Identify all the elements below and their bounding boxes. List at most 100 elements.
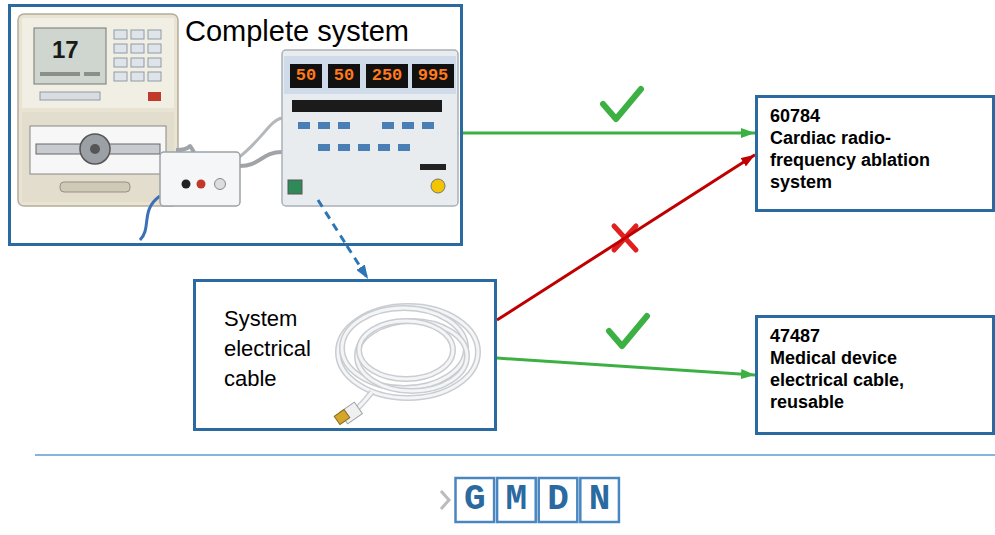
infusion-pump [131, 72, 144, 81]
cable-coil [338, 306, 478, 410]
cable-coil [338, 306, 478, 398]
junction-box [160, 152, 240, 206]
rf-generator [298, 122, 434, 151]
device-cables [238, 118, 282, 158]
infusion-pump [40, 72, 80, 76]
display-reading: 50 [290, 65, 322, 87]
infusion-pump [22, 18, 174, 108]
device-cables [240, 152, 282, 166]
pointer-arrow [347, 246, 368, 279]
logo-text: GMDN [464, 478, 630, 522]
box-body: Medical device electrical cable, reusabl… [770, 347, 945, 413]
infusion-pump [40, 92, 100, 100]
box-heading: 47487 [770, 325, 945, 347]
check-mark [609, 316, 647, 346]
infusion-pump [60, 182, 130, 192]
cable-coil [359, 321, 453, 379]
infusion-pump [114, 44, 127, 53]
rf-generator [431, 179, 445, 193]
cable-coil [342, 308, 466, 388]
pointer-line [318, 200, 347, 246]
box-heading: System electrical cable [224, 304, 336, 394]
rf-generator [358, 144, 370, 151]
device-cables [176, 146, 194, 152]
infusion-pump [80, 134, 110, 164]
infusion-pump [148, 44, 161, 53]
infusion-pump [131, 30, 144, 39]
display-reading: 995 [412, 65, 454, 87]
box-heading: 60784 [770, 105, 945, 127]
rf-generator [282, 50, 458, 206]
rf-generator [288, 180, 302, 194]
junction-box [215, 179, 226, 190]
infusion-pump [90, 144, 100, 154]
junction-box [160, 152, 240, 206]
infusion-pump [148, 72, 161, 81]
infusion-pump [131, 44, 144, 53]
infusion-pump [114, 58, 127, 67]
rf-generator [318, 144, 330, 151]
rf-generator [412, 64, 454, 88]
junction-box [182, 180, 191, 189]
device-cables [140, 118, 282, 240]
rf-generator [292, 100, 442, 112]
cable-coil [359, 321, 453, 379]
separator-line [35, 454, 995, 456]
infusion-pump [114, 30, 161, 81]
valid-arrow [463, 131, 755, 134]
junction-box [197, 180, 206, 189]
infusion-pump [148, 92, 161, 101]
rf-generator [338, 122, 350, 129]
rf-generator [382, 122, 394, 129]
rf-generator [318, 122, 330, 129]
infusion-pump [36, 144, 160, 154]
rf-generator [284, 56, 456, 94]
box-body: Cardiac radio-frequency ablation system [770, 127, 945, 193]
display-reading: 50 [328, 65, 360, 87]
rf-generator [298, 122, 310, 129]
infusion-pump [114, 30, 127, 39]
valid-arrow [497, 358, 755, 375]
chevron-symbol [441, 491, 449, 509]
rf-generator [338, 144, 350, 151]
infusion-pump [148, 30, 161, 39]
infusion-pump [84, 72, 100, 76]
check-mark [603, 89, 641, 119]
device-cables [140, 196, 160, 240]
infusion-pump [148, 58, 161, 67]
cable-coil [338, 306, 478, 398]
rf-generator [420, 164, 446, 170]
cable-plug [334, 409, 350, 424]
infusion-pump [114, 72, 127, 81]
rf-generator [282, 50, 458, 206]
cable-coil [357, 321, 467, 391]
infusion-pump [18, 14, 178, 206]
rf-generator [366, 64, 408, 88]
display-reading: 250 [366, 65, 408, 87]
rf-generator [422, 122, 434, 129]
infusion-pump [30, 126, 166, 174]
category-box: 47487Medical device electrical cable, re… [755, 315, 995, 435]
invalid-arrow [497, 155, 755, 320]
infusion-pump [18, 14, 178, 206]
cable-coil [357, 321, 467, 391]
cable-plug [334, 402, 362, 424]
infusion-pump [22, 112, 174, 202]
rf-generator [402, 122, 414, 129]
category-box: 60784Cardiac radio-frequency ablation sy… [755, 95, 995, 212]
display-reading: 17 [52, 36, 79, 64]
component-box: System electrical cable [193, 279, 497, 431]
rf-generator [398, 144, 410, 151]
infusion-pump [34, 28, 106, 84]
box-heading: Complete system [185, 15, 409, 47]
rf-generator [290, 64, 322, 88]
rf-generator [328, 64, 360, 88]
rf-generator [378, 144, 390, 151]
cable-coil [342, 308, 466, 388]
infusion-pump [131, 58, 144, 67]
